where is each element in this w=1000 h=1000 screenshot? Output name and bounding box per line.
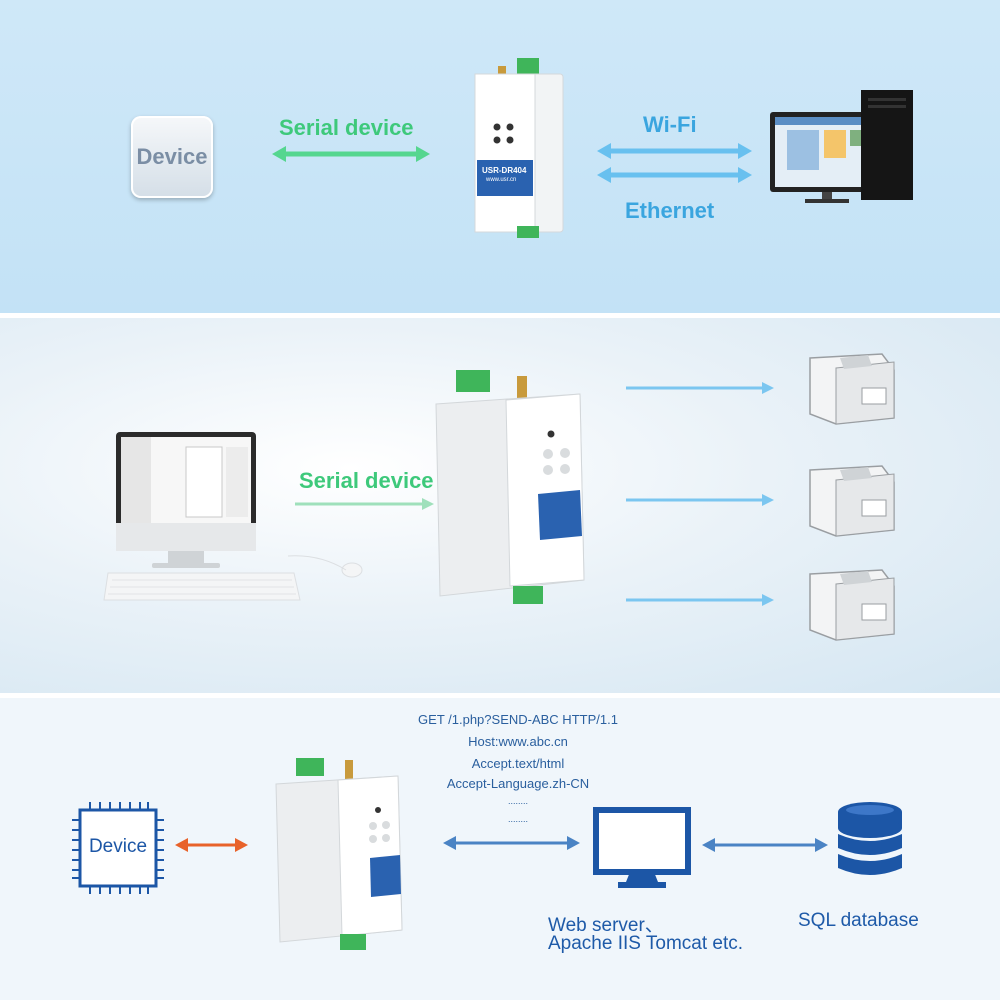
- device-label: Device: [88, 836, 148, 857]
- device-double-arrow: [175, 838, 248, 852]
- web-server-monitor-icon: [593, 807, 691, 888]
- converter-device-icon: [275, 758, 403, 950]
- chip-device-icon: [72, 802, 164, 894]
- panel1-graphics: [272, 58, 913, 238]
- web-server-caption-2: Apache IIS Tomcat etc.: [548, 933, 744, 954]
- ethernet-label: Ethernet: [625, 198, 715, 223]
- http-line-4: Accept-Language.zh-CN: [446, 776, 590, 791]
- http-line-6: ........: [507, 814, 528, 824]
- printer-icon: [809, 465, 895, 537]
- panel-serial-printers: Serial device: [0, 318, 1000, 693]
- converter-device-icon: [474, 58, 564, 238]
- keyboard-icon: [103, 572, 301, 601]
- database-icon: [838, 802, 902, 875]
- web-server-caption-1: Web server、: [548, 915, 664, 936]
- http-line-2: Host:www.abc.cn: [468, 734, 568, 749]
- device-label: Device: [136, 144, 208, 169]
- device-button-icon: Device: [131, 116, 213, 198]
- http-line-3: Accept.text/html: [471, 756, 565, 771]
- printer-icon: [809, 569, 895, 641]
- http-line-5: ........: [507, 796, 528, 806]
- sql-database-caption: SQL database: [798, 910, 919, 931]
- monitor-icon: [116, 432, 256, 568]
- converter-url-label: www.usr.cn: [486, 177, 517, 183]
- db-double-arrow: [702, 838, 828, 852]
- printer-arrow-2: [626, 494, 774, 506]
- serial-device-label: Serial device: [299, 468, 434, 493]
- panel-http-server: Device GET /1.php?SEND-ABC HTTP/1.1 Host…: [0, 698, 1000, 1000]
- converter-brand-label: USR-DR404: [482, 166, 527, 175]
- panel-wifi-ethernet: Device Serial device: [0, 0, 1000, 313]
- printer-arrow-3: [626, 594, 774, 606]
- serial-arrow: [295, 498, 434, 510]
- serial-device-label: Serial device: [279, 115, 414, 140]
- wifi-label: Wi-Fi: [643, 112, 697, 137]
- http-double-arrow: [443, 836, 580, 850]
- wifi-double-arrow: [597, 143, 752, 159]
- panel2-graphics: [103, 353, 895, 641]
- panel3-graphics: [72, 758, 902, 950]
- computer-icon: [770, 90, 913, 203]
- printer-icon: [809, 353, 895, 425]
- converter-device-icon: [435, 370, 585, 604]
- http-line-1: GET /1.php?SEND-ABC HTTP/1.1: [418, 712, 618, 727]
- ethernet-double-arrow: [597, 167, 752, 183]
- mouse-icon: [287, 555, 363, 578]
- serial-double-arrow: [272, 146, 430, 162]
- printer-arrow-1: [626, 382, 774, 394]
